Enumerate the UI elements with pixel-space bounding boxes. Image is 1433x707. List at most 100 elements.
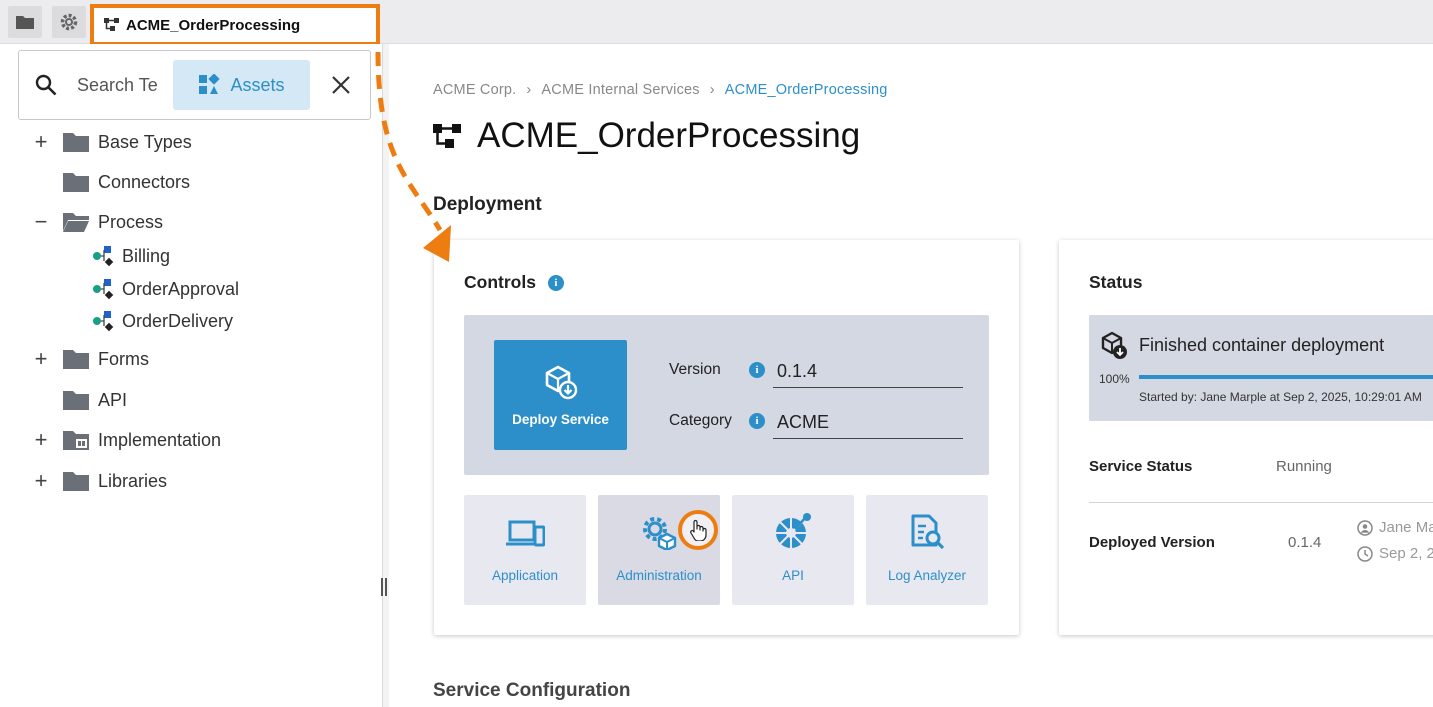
progress-percent: 100% [1099,372,1130,386]
deployed-version-label: Deployed Version [1089,534,1215,551]
deploy-icon [545,365,577,399]
page-title-text: ACME_OrderProcessing [477,116,861,155]
close-icon[interactable] [328,72,354,98]
deployed-at-text: Sep 2, 2025 [1379,545,1433,562]
tree-item-connectors[interactable]: Connectors [0,166,190,198]
divider [1089,502,1433,503]
tree-item-forms[interactable]: + Forms [0,343,149,375]
tree-item-label: Forms [98,348,149,369]
assets-icon [199,74,221,94]
folder-icon [63,133,89,152]
breadcrumb-separator: › [709,82,715,98]
controls-card: Controls i Deploy Service Version i 0.1.… [434,240,1019,635]
hand-cursor-icon [690,519,707,541]
service-icon [433,124,461,148]
assets-label: Assets [230,74,285,95]
api-icon [776,513,811,548]
folder-icon [63,391,89,410]
info-icon[interactable]: i [547,274,564,291]
sidebar-resize-handle[interactable] [380,578,388,596]
tab-bar: ACME_OrderProcessing [0,0,1433,46]
tree-item-orderdelivery[interactable]: OrderDelivery [0,305,233,337]
folder-tab-button[interactable] [8,6,42,38]
folder-icon [63,350,89,369]
user-icon [1357,519,1373,536]
admin-gear-icon [643,517,677,550]
tile-label: Log Analyzer [887,568,967,583]
tree-item-label: Base Types [98,131,192,152]
gear-icon [60,13,78,31]
service-status-value: Running [1276,458,1332,475]
category-label: Category [669,412,732,429]
api-tile[interactable]: API [732,495,854,605]
deployed-at: Sep 2, 2025 [1357,545,1433,562]
expand-icon[interactable]: + [34,468,48,493]
search-bar: Assets [18,50,371,120]
process-icon [93,279,114,300]
implementation-folder-icon [63,431,89,450]
clock-icon [1357,545,1373,562]
category-input[interactable]: ACME [773,403,963,439]
version-field: Version i 0.1.4 [669,352,963,388]
administration-tile[interactable]: Administration [598,495,720,605]
assets-filter-button[interactable]: Assets [173,60,310,110]
tree-item-orderapproval[interactable]: OrderApproval [0,273,239,305]
deployed-version-value: 0.1.4 [1288,534,1322,551]
tree-item-process[interactable]: − Process [0,206,163,238]
breadcrumb-internal-services[interactable]: ACME Internal Services [541,82,700,98]
tile-label: Application [491,568,559,583]
info-icon[interactable]: i [749,413,765,429]
devices-icon [506,520,545,547]
breadcrumb: ACME Corp. › ACME Internal Services › AC… [433,82,888,98]
expand-icon[interactable]: + [34,427,48,452]
progress-bar [1139,375,1433,379]
controls-heading: Controls i [464,272,564,293]
status-card: Status Finished container deployment 100… [1059,240,1433,635]
page-title: ACME_OrderProcessing [433,116,860,156]
settings-tab-button[interactable] [52,6,86,38]
tree-item-libraries[interactable]: + Libraries [0,465,167,497]
tree-item-label: Process [98,211,164,232]
expand-icon[interactable]: + [34,129,48,154]
version-input[interactable]: 0.1.4 [773,352,963,388]
controls-title: Controls [464,272,536,292]
tree-item-base-types[interactable]: + Base Types [0,126,192,158]
process-icon [93,311,114,332]
started-by-text: Started by: Jane Marple at Sep 2, 2025, … [1139,390,1422,404]
info-icon[interactable]: i [749,362,765,378]
main-content: ACME Corp. › ACME Internal Services › AC… [389,44,1433,707]
tree-item-api[interactable]: API [0,384,127,416]
tree-item-implementation[interactable]: + Implementation [0,424,222,456]
service-icon [104,18,119,31]
application-tile[interactable]: Application [464,495,586,605]
search-icon[interactable] [33,72,59,98]
tile-label: API [782,568,804,583]
folder-icon [63,173,89,192]
tree-item-billing[interactable]: Billing [0,240,170,272]
breadcrumb-separator: › [526,82,532,98]
version-label: Version [669,361,721,378]
tab-acme-orderprocessing[interactable]: ACME_OrderProcessing [90,4,380,46]
deployed-by: Jane Marple [1357,519,1433,536]
deployment-status-panel: Finished container deployment 100% Start… [1089,315,1433,421]
tree-item-label: OrderApproval [122,278,240,299]
tree-item-label: OrderDelivery [122,310,234,331]
tree-item-label: Billing [122,245,171,266]
deploy-panel: Deploy Service Version i 0.1.4 Category … [464,315,989,475]
asset-sidebar: Assets + Base Types Connectors − Process [0,44,383,707]
folder-icon [16,16,34,29]
breadcrumb-acme-corp[interactable]: ACME Corp. [433,82,517,98]
tile-label: Administration [616,568,702,583]
log-analyzer-tile[interactable]: Log Analyzer [866,495,988,605]
search-input[interactable] [77,74,159,96]
status-message: Finished container deployment [1139,335,1385,355]
tree-item-label: Libraries [98,470,168,491]
tree-item-label: Implementation [98,429,222,450]
deploy-service-button[interactable]: Deploy Service [494,340,627,450]
process-icon [93,246,114,267]
deploy-service-label: Deploy Service [512,411,609,427]
deployment-heading: Deployment [433,194,542,215]
expand-icon[interactable]: + [34,346,48,371]
status-title: Status [1089,272,1143,292]
collapse-icon[interactable]: − [34,209,48,234]
